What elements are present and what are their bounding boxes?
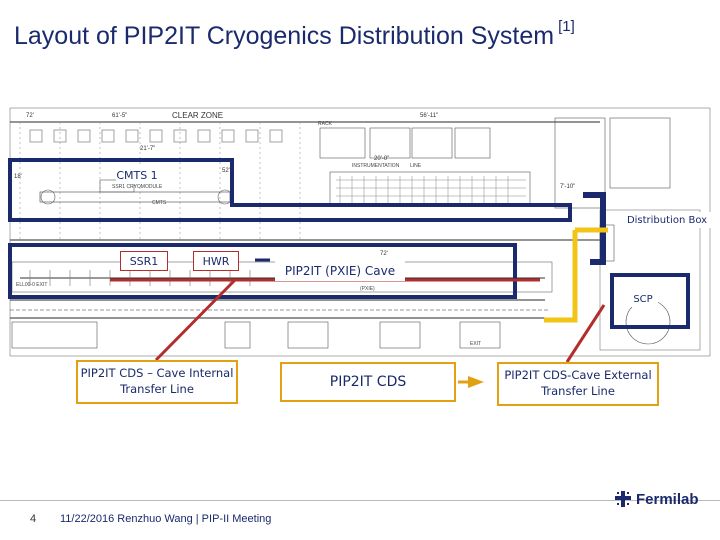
footer-info: 11/22/2016 Renzhuo Wang | PIP-II Meeting	[60, 513, 272, 525]
cave-label: PIP2IT (PXIE) Cave	[275, 261, 405, 281]
external-transfer-line-callout: PIP2IT CDS-Cave External Transfer Line	[497, 362, 659, 406]
fermilab-logo: Fermilab	[614, 490, 699, 508]
title-text: Layout of PIP2IT Cryogenics Distribution…	[14, 22, 555, 50]
ssr1-label: SSR1	[120, 251, 168, 271]
dim-56: 56'-11"	[420, 113, 438, 119]
dim-20: 20'-0"	[374, 156, 389, 162]
cave-region-outline	[8, 243, 517, 299]
hwr-label: HWR	[193, 251, 239, 271]
scp-region-outline	[610, 273, 690, 329]
title-reference: [1]	[558, 18, 575, 35]
cds-arrow	[468, 376, 484, 388]
dim-72b: 72'	[380, 251, 388, 257]
dim-21: 21'-7"	[140, 146, 155, 152]
dim-7: 7'-10"	[560, 184, 575, 190]
external-leader-line	[565, 304, 606, 363]
distribution-box-label: Distribution Box	[622, 212, 712, 228]
scp-label: SCP	[628, 291, 658, 307]
cds-callout: PIP2IT CDS	[280, 362, 456, 402]
page-number: 4	[30, 513, 37, 525]
external-transfer-line	[544, 227, 608, 323]
note-cryomodule: SSR1 CRYOMODULE	[112, 184, 163, 190]
note-exit: ELL00-0 EXIT	[16, 282, 47, 288]
dim-18: 18'	[14, 174, 22, 180]
cad-annotations: 72' 61'-5" CLEAR ZONE 56'-11" 18' 52' 21…	[14, 111, 575, 347]
note-pxie: (PXIE)	[360, 286, 375, 292]
note-rack: RACK	[318, 121, 333, 127]
note-line: LINE	[410, 163, 422, 169]
note-exit-2: EXIT	[470, 341, 481, 347]
dim-61: 61'-5"	[112, 113, 127, 119]
dim-72: 72'	[26, 113, 34, 119]
note-cmts: CMTS	[152, 200, 167, 206]
note-instrumentation: INSTRUMENTATION	[352, 163, 400, 169]
fermilab-logo-icon	[615, 491, 631, 507]
internal-leader-line	[154, 278, 237, 362]
clear-zone-label: CLEAR ZONE	[172, 111, 223, 120]
page-title: Layout of PIP2IT Cryogenics Distribution…	[14, 18, 714, 51]
cad-background	[9, 107, 711, 357]
fermilab-logo-text: Fermilab	[636, 490, 699, 508]
cmts-region-outline	[8, 158, 572, 222]
cmts-label: CMTS 1	[116, 166, 158, 184]
leader-lines	[154, 278, 606, 363]
dim-52: 52'	[222, 168, 230, 174]
internal-transfer-line-callout: PIP2IT CDS – Cave Internal Transfer Line	[76, 360, 238, 404]
footer-divider	[0, 500, 720, 501]
